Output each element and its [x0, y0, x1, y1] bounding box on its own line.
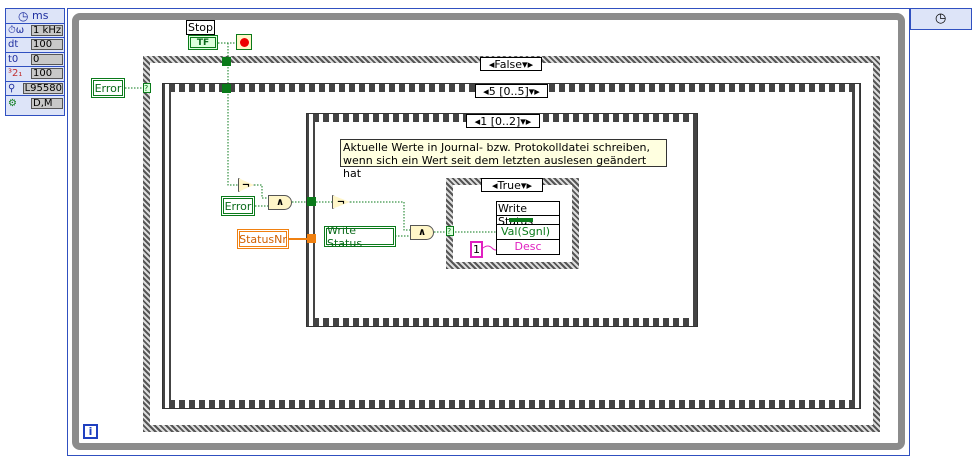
info-icon[interactable]: i [83, 424, 98, 439]
numeric-constant[interactable]: 1 [470, 241, 483, 258]
sequence-selector-outer[interactable]: ◂ 5 [0..5] ▾▸ [475, 84, 548, 98]
and-gate-2[interactable]: ∧ [410, 225, 434, 240]
timed-loop-output-node[interactable]: ◷ [910, 8, 972, 30]
config-row-mode[interactable]: ⚙D,M [6, 96, 64, 111]
config-header: ◷ ms [6, 9, 64, 24]
property-node-title: Write Status [497, 202, 559, 228]
error-terminal-outer[interactable]: Error [91, 78, 125, 98]
error-terminal-inner[interactable]: Error [221, 196, 255, 216]
comment-label: Aktuelle Werte in Journal- bzw. Protokol… [340, 139, 667, 180]
property-node-write-status[interactable]: Write Status Val(Sgnl) Desc [496, 201, 560, 255]
property-val-sgnl[interactable]: Val(Sgnl) [497, 225, 559, 240]
case-selector-terminal-inner: ? [446, 226, 454, 236]
status-nr-terminal[interactable]: StatusNr [237, 229, 289, 249]
stop-condition-icon[interactable] [236, 34, 252, 50]
case-selector-inner[interactable]: ◂ True ▾▸ [481, 178, 543, 192]
clock-icon: ◷ [18, 8, 29, 23]
write-status-terminal[interactable]: Write Status [324, 224, 396, 250]
config-row-name[interactable]: ⚲L95580 [6, 82, 64, 96]
stop-terminal[interactable]: TF [188, 35, 218, 50]
clock-icon: ◷ [935, 11, 947, 26]
and-gate[interactable]: ∧ [268, 195, 292, 210]
case-selector-outer[interactable]: ◂ False ▾▸ [480, 57, 542, 71]
sequence-selector-inner[interactable]: ◂ 1 [0..2] ▾▸ [466, 114, 540, 128]
case-selector-terminal: ? [143, 83, 151, 93]
property-desc[interactable]: Desc [514, 240, 542, 253]
stop-label: Stop [186, 20, 216, 35]
property-node-refnum [497, 216, 559, 225]
